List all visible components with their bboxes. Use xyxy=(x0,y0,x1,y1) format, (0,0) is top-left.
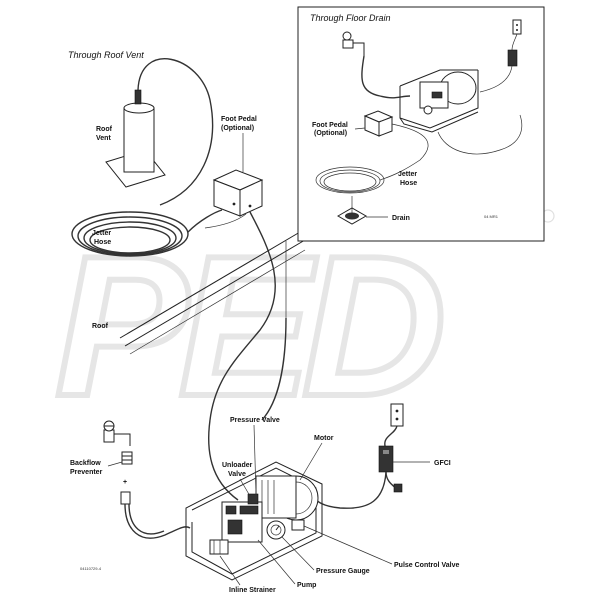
motor-label: Motor xyxy=(314,435,334,442)
inset-outlet xyxy=(512,19,522,35)
roof-vent-label-line1: Roof xyxy=(96,126,113,133)
inset-hose-coil xyxy=(315,166,385,194)
inset-foot-pedal-label-line1: Foot Pedal xyxy=(312,122,348,129)
backflow-label-line2: Preventer xyxy=(70,469,103,476)
coil-to-pedal-hose xyxy=(187,209,223,233)
faucet xyxy=(103,420,131,446)
pressure-gauge-label: Pressure Gauge xyxy=(316,568,370,575)
inset-foot-pedal-label-line2: (Optional) xyxy=(314,130,347,137)
inset-water-hose xyxy=(361,55,411,99)
jetter-hose-coil xyxy=(71,211,189,257)
foot-pedal-label-line1: Foot Pedal xyxy=(221,116,257,123)
inset-code: 04 MR1 xyxy=(484,214,499,219)
inset-foot-pedal xyxy=(363,110,394,137)
jetter-hose-label-line2: Hose xyxy=(94,239,111,246)
pressure-valve-label: Pressure Valve xyxy=(230,417,280,424)
backflow-label-line1: Backflow xyxy=(70,460,101,467)
foot-pedal xyxy=(212,169,264,217)
jetter-hose-label-line1: Jetter xyxy=(92,230,111,237)
watermark-logo: PED xyxy=(55,215,441,438)
jetter-nozzle xyxy=(134,89,142,105)
roof-edge xyxy=(119,231,306,355)
gfci xyxy=(378,445,394,473)
gfci-label: GFCI xyxy=(434,460,451,467)
drain-label: Drain xyxy=(392,215,410,222)
floor-drain xyxy=(336,207,368,225)
floor-drain-title: Through Floor Drain xyxy=(310,13,391,23)
wall-outlet xyxy=(390,403,404,427)
foot-pedal-label-line2: (Optional) xyxy=(221,125,254,132)
pulse-control-valve-label: Pulse Control Valve xyxy=(394,562,459,569)
backflow-preventer xyxy=(121,451,133,465)
roof-vent-label-line2: Vent xyxy=(96,135,111,142)
floor-drain-inset xyxy=(297,6,545,242)
inset-jetter-hose-label-line2: Hose xyxy=(400,180,417,187)
hose-fitting xyxy=(120,491,131,505)
inset-gfci xyxy=(507,49,518,67)
vent-hose xyxy=(137,58,214,206)
pedal-cord xyxy=(209,211,276,421)
pump-label: Pump xyxy=(297,582,316,589)
roof-vent-pipe xyxy=(123,102,155,173)
unloader-valve-label-line1: Unloader xyxy=(222,462,253,469)
roof-label: Roof xyxy=(92,323,109,330)
water-supply-hose xyxy=(124,503,191,539)
unloader-valve-label-line2: Valve xyxy=(228,471,246,478)
inset-jetter-hose-label-line1: Jetter xyxy=(398,171,417,178)
roof-vent-title: Through Roof Vent xyxy=(68,50,144,60)
power-cord xyxy=(311,471,387,509)
plus-sign: + xyxy=(123,479,127,486)
inset-jetter-machine xyxy=(399,69,479,133)
inline-strainer-label: Inline Strainer xyxy=(229,587,276,594)
inset-faucet xyxy=(342,31,365,56)
figure-code: 04110729-4 xyxy=(80,566,102,571)
jetter-machine xyxy=(185,461,323,581)
